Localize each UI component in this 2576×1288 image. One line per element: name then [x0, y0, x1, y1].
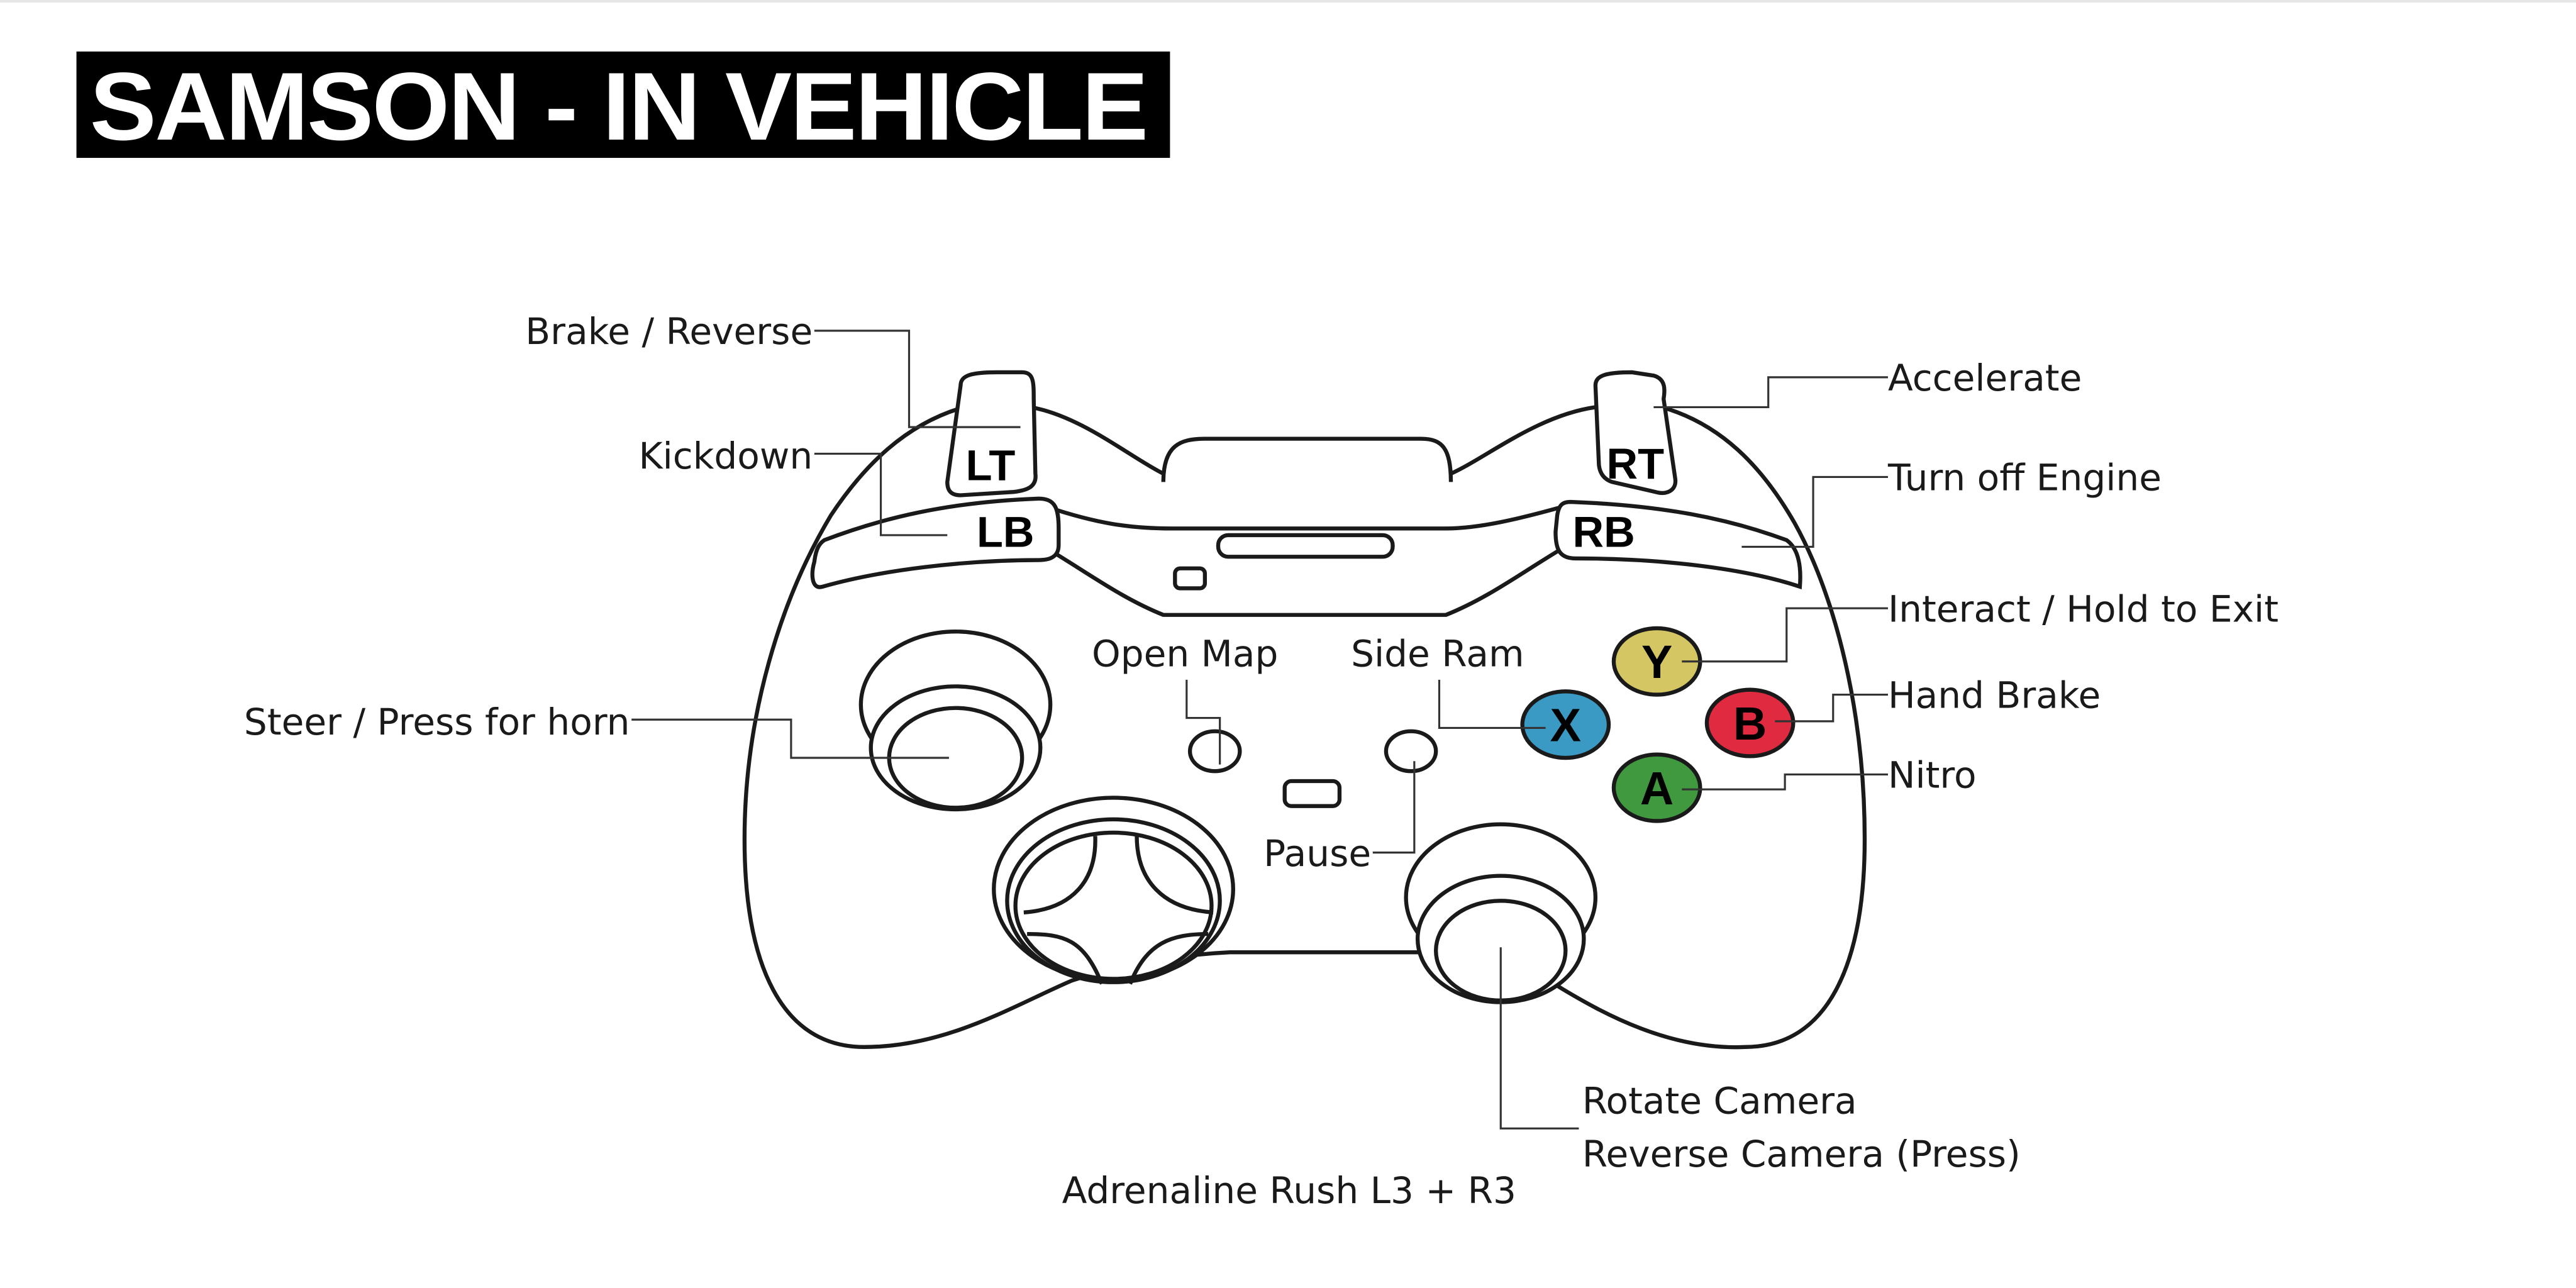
leader-rt [1653, 376, 1888, 409]
page-title: SAMSON - IN VEHICLE [90, 53, 1147, 160]
leader-rb [1741, 475, 1888, 548]
left-trigger[interactable]: LT [945, 370, 1038, 497]
leader-start [1372, 761, 1416, 854]
face-ridge [1046, 547, 1563, 617]
label-lt: Brake / Reverse [525, 310, 813, 353]
b-button[interactable]: B [1704, 687, 1796, 758]
label-combo: Adrenaline Rush L3 + R3 [1062, 1169, 1516, 1212]
start-button[interactable] [1384, 729, 1438, 774]
headset-port [1173, 566, 1208, 591]
left-bumper[interactable]: LB [810, 496, 1061, 589]
right-trigger[interactable]: RT [1593, 370, 1678, 495]
center-button[interactable] [1282, 779, 1342, 808]
rb-label: RB [1572, 508, 1635, 556]
title-banner: SAMSON - IN VEHICLE [76, 51, 1170, 160]
leader-back [1185, 679, 1221, 765]
label-left-stick: Steer / Press for horn [244, 701, 630, 743]
leader-left-stick [631, 718, 949, 759]
top-border [0, 0, 2576, 3]
dpad-up-right [1135, 836, 1214, 914]
label-b: Hand Brake [1888, 674, 2101, 717]
leader-lt [814, 330, 1021, 428]
y-label: Y [1641, 636, 1672, 688]
leader-y [1682, 607, 1888, 663]
back-button[interactable] [1187, 729, 1242, 774]
title-background [76, 51, 1170, 158]
guide-bump [1161, 436, 1453, 482]
left-stick[interactable] [858, 630, 1053, 812]
leader-right-stick [1499, 947, 1579, 1130]
a-label: A [1640, 762, 1674, 814]
label-right-stick-press: Reverse Camera (Press) [1582, 1133, 2021, 1175]
right-bumper[interactable]: RB [1553, 499, 1802, 590]
rt-label: RT [1607, 440, 1665, 488]
leader-b [1775, 694, 1888, 723]
speaker-slot [1216, 533, 1395, 559]
b-label: B [1733, 697, 1767, 750]
dpad-down-right [1128, 931, 1209, 985]
right-stick[interactable] [1404, 822, 1598, 1004]
dpad[interactable] [992, 796, 1235, 985]
dpad-down-left [1027, 931, 1104, 985]
a-button[interactable]: A [1611, 752, 1702, 823]
label-right-stick: Rotate Camera [1582, 1080, 1857, 1123]
lb-label: LB [977, 508, 1035, 556]
label-x: Side Ram [1351, 633, 1524, 675]
shoulder-ridge [1046, 504, 1563, 531]
label-back: Open Map [1092, 633, 1278, 675]
label-a: Nitro [1888, 754, 1977, 797]
dpad-up-left [1023, 836, 1097, 914]
label-y: Interact / Hold to Exit [1888, 587, 2279, 630]
leader-x [1438, 679, 1546, 730]
x-button[interactable]: X [1520, 689, 1611, 760]
label-rb: Turn off Engine [1887, 457, 2162, 499]
x-label: X [1550, 699, 1581, 752]
label-start: Pause [1263, 832, 1371, 875]
lt-label: LT [966, 441, 1016, 490]
label-lb: Kickdown [639, 435, 813, 477]
leader-a [1682, 773, 1888, 791]
leader-lb [814, 452, 948, 536]
label-rt: Accelerate [1888, 357, 2082, 399]
